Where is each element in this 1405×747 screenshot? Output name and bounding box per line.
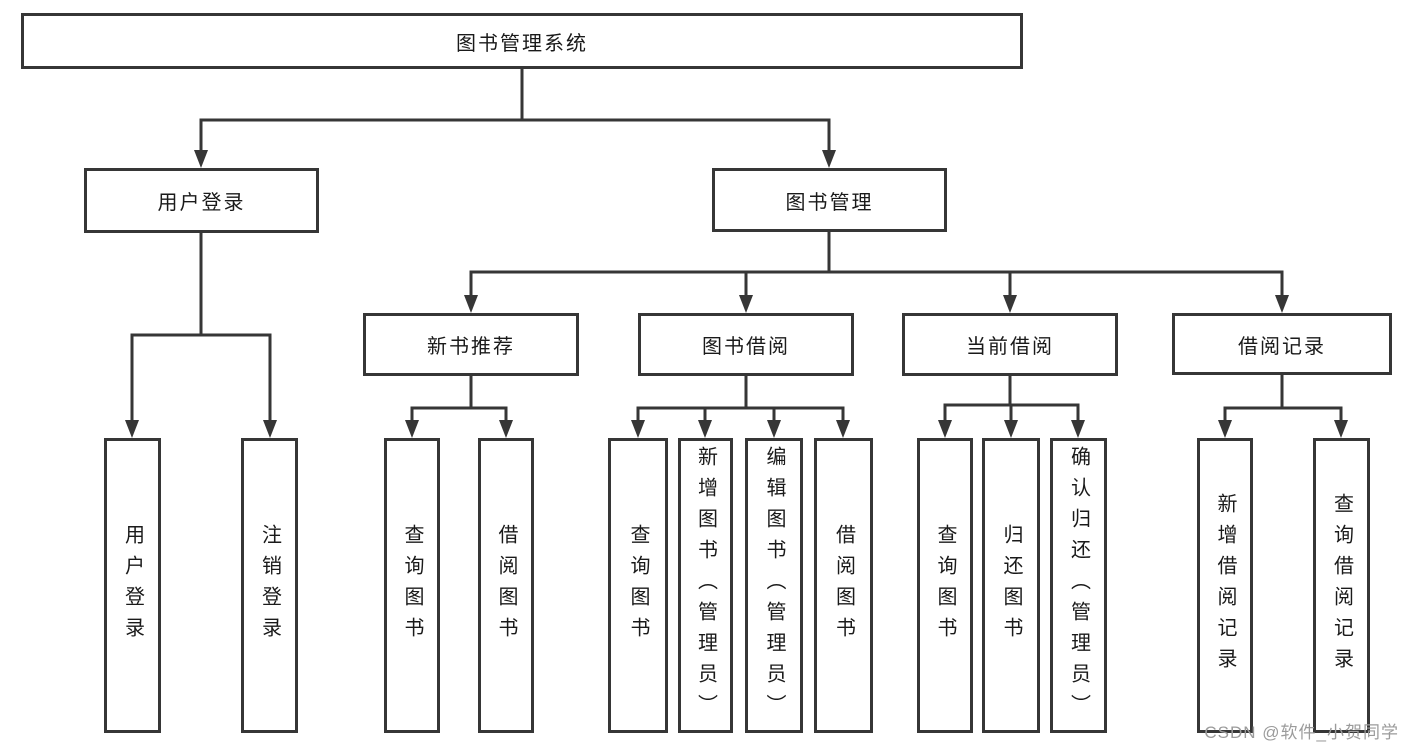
node-leaf-add-book-admin: 新增图书（管理员） — [678, 438, 733, 733]
node-leaf-logout: 注销登录 — [241, 438, 298, 733]
node-leaf-user-login-label: 用户登录 — [121, 523, 144, 648]
node-current-borrowing: 当前借阅 — [902, 313, 1118, 376]
node-user-login-group: 用户登录 — [84, 168, 319, 233]
node-new-book-recommend-label: 新书推荐 — [427, 336, 515, 358]
node-leaf-edit-book-admin-label: 编辑图书（管理员） — [763, 446, 785, 725]
node-book-borrowing-label: 图书借阅 — [702, 336, 790, 358]
node-root: 图书管理系统 — [21, 13, 1023, 69]
connector-borrowing-records-to-leaves — [1223, 375, 1343, 424]
node-leaf-return-book-label: 归还图书 — [1000, 523, 1022, 648]
connector-current-borrowing-to-leaves — [943, 376, 1080, 424]
node-root-label: 图书管理系统 — [456, 32, 588, 55]
node-current-borrowing-label: 当前借阅 — [966, 336, 1054, 358]
node-leaf-confirm-return-admin: 确认归还（管理员） — [1050, 438, 1107, 733]
node-leaf-borrow-book-recommend-label: 借阅图书 — [495, 523, 517, 648]
node-borrowing-records: 借阅记录 — [1172, 313, 1392, 375]
node-leaf-confirm-return-admin-label: 确认归还（管理员） — [1067, 446, 1090, 725]
node-leaf-query-book-borrowing-label: 查询图书 — [627, 523, 649, 648]
connector-root-to-level2 — [199, 69, 831, 154]
node-book-borrowing: 图书借阅 — [638, 313, 854, 376]
node-leaf-add-borrow-record-label: 新增借阅记录 — [1214, 492, 1236, 679]
node-leaf-logout-label: 注销登录 — [258, 523, 281, 648]
node-leaf-query-book-borrowing: 查询图书 — [608, 438, 668, 733]
node-leaf-query-book-recommend: 查询图书 — [384, 438, 440, 733]
node-leaf-query-borrow-record: 查询借阅记录 — [1313, 438, 1370, 733]
node-leaf-query-borrow-record-label: 查询借阅记录 — [1330, 492, 1353, 679]
node-leaf-borrow-book-borrowing-label: 借阅图书 — [832, 523, 855, 648]
connector-book-management-to-level3 — [469, 232, 1284, 299]
node-book-management-label: 图书管理 — [785, 191, 874, 214]
node-new-book-recommend: 新书推荐 — [363, 313, 579, 376]
connector-user-login-to-leaves — [130, 233, 272, 424]
node-leaf-return-book: 归还图书 — [982, 438, 1040, 733]
connector-new-book-recommend-to-leaves — [410, 376, 508, 424]
node-borrowing-records-label: 借阅记录 — [1238, 335, 1326, 358]
node-leaf-query-book-current: 查询图书 — [917, 438, 973, 733]
watermark: CSDN @软件_小贺同学 — [1204, 723, 1399, 742]
node-leaf-query-book-recommend-label: 查询图书 — [401, 523, 423, 648]
node-user-login-group-label: 用户登录 — [157, 192, 246, 214]
node-leaf-edit-book-admin: 编辑图书（管理员） — [745, 438, 803, 733]
node-leaf-add-book-admin-label: 新增图书（管理员） — [694, 446, 717, 725]
connector-book-borrowing-to-leaves — [636, 376, 845, 424]
node-leaf-user-login: 用户登录 — [104, 438, 161, 733]
node-leaf-query-book-current-label: 查询图书 — [934, 523, 956, 648]
node-book-management: 图书管理 — [712, 168, 947, 232]
arrowheads — [125, 150, 1348, 438]
node-leaf-borrow-book-recommend: 借阅图书 — [478, 438, 534, 733]
node-leaf-add-borrow-record: 新增借阅记录 — [1197, 438, 1253, 733]
node-leaf-borrow-book-borrowing: 借阅图书 — [814, 438, 873, 733]
